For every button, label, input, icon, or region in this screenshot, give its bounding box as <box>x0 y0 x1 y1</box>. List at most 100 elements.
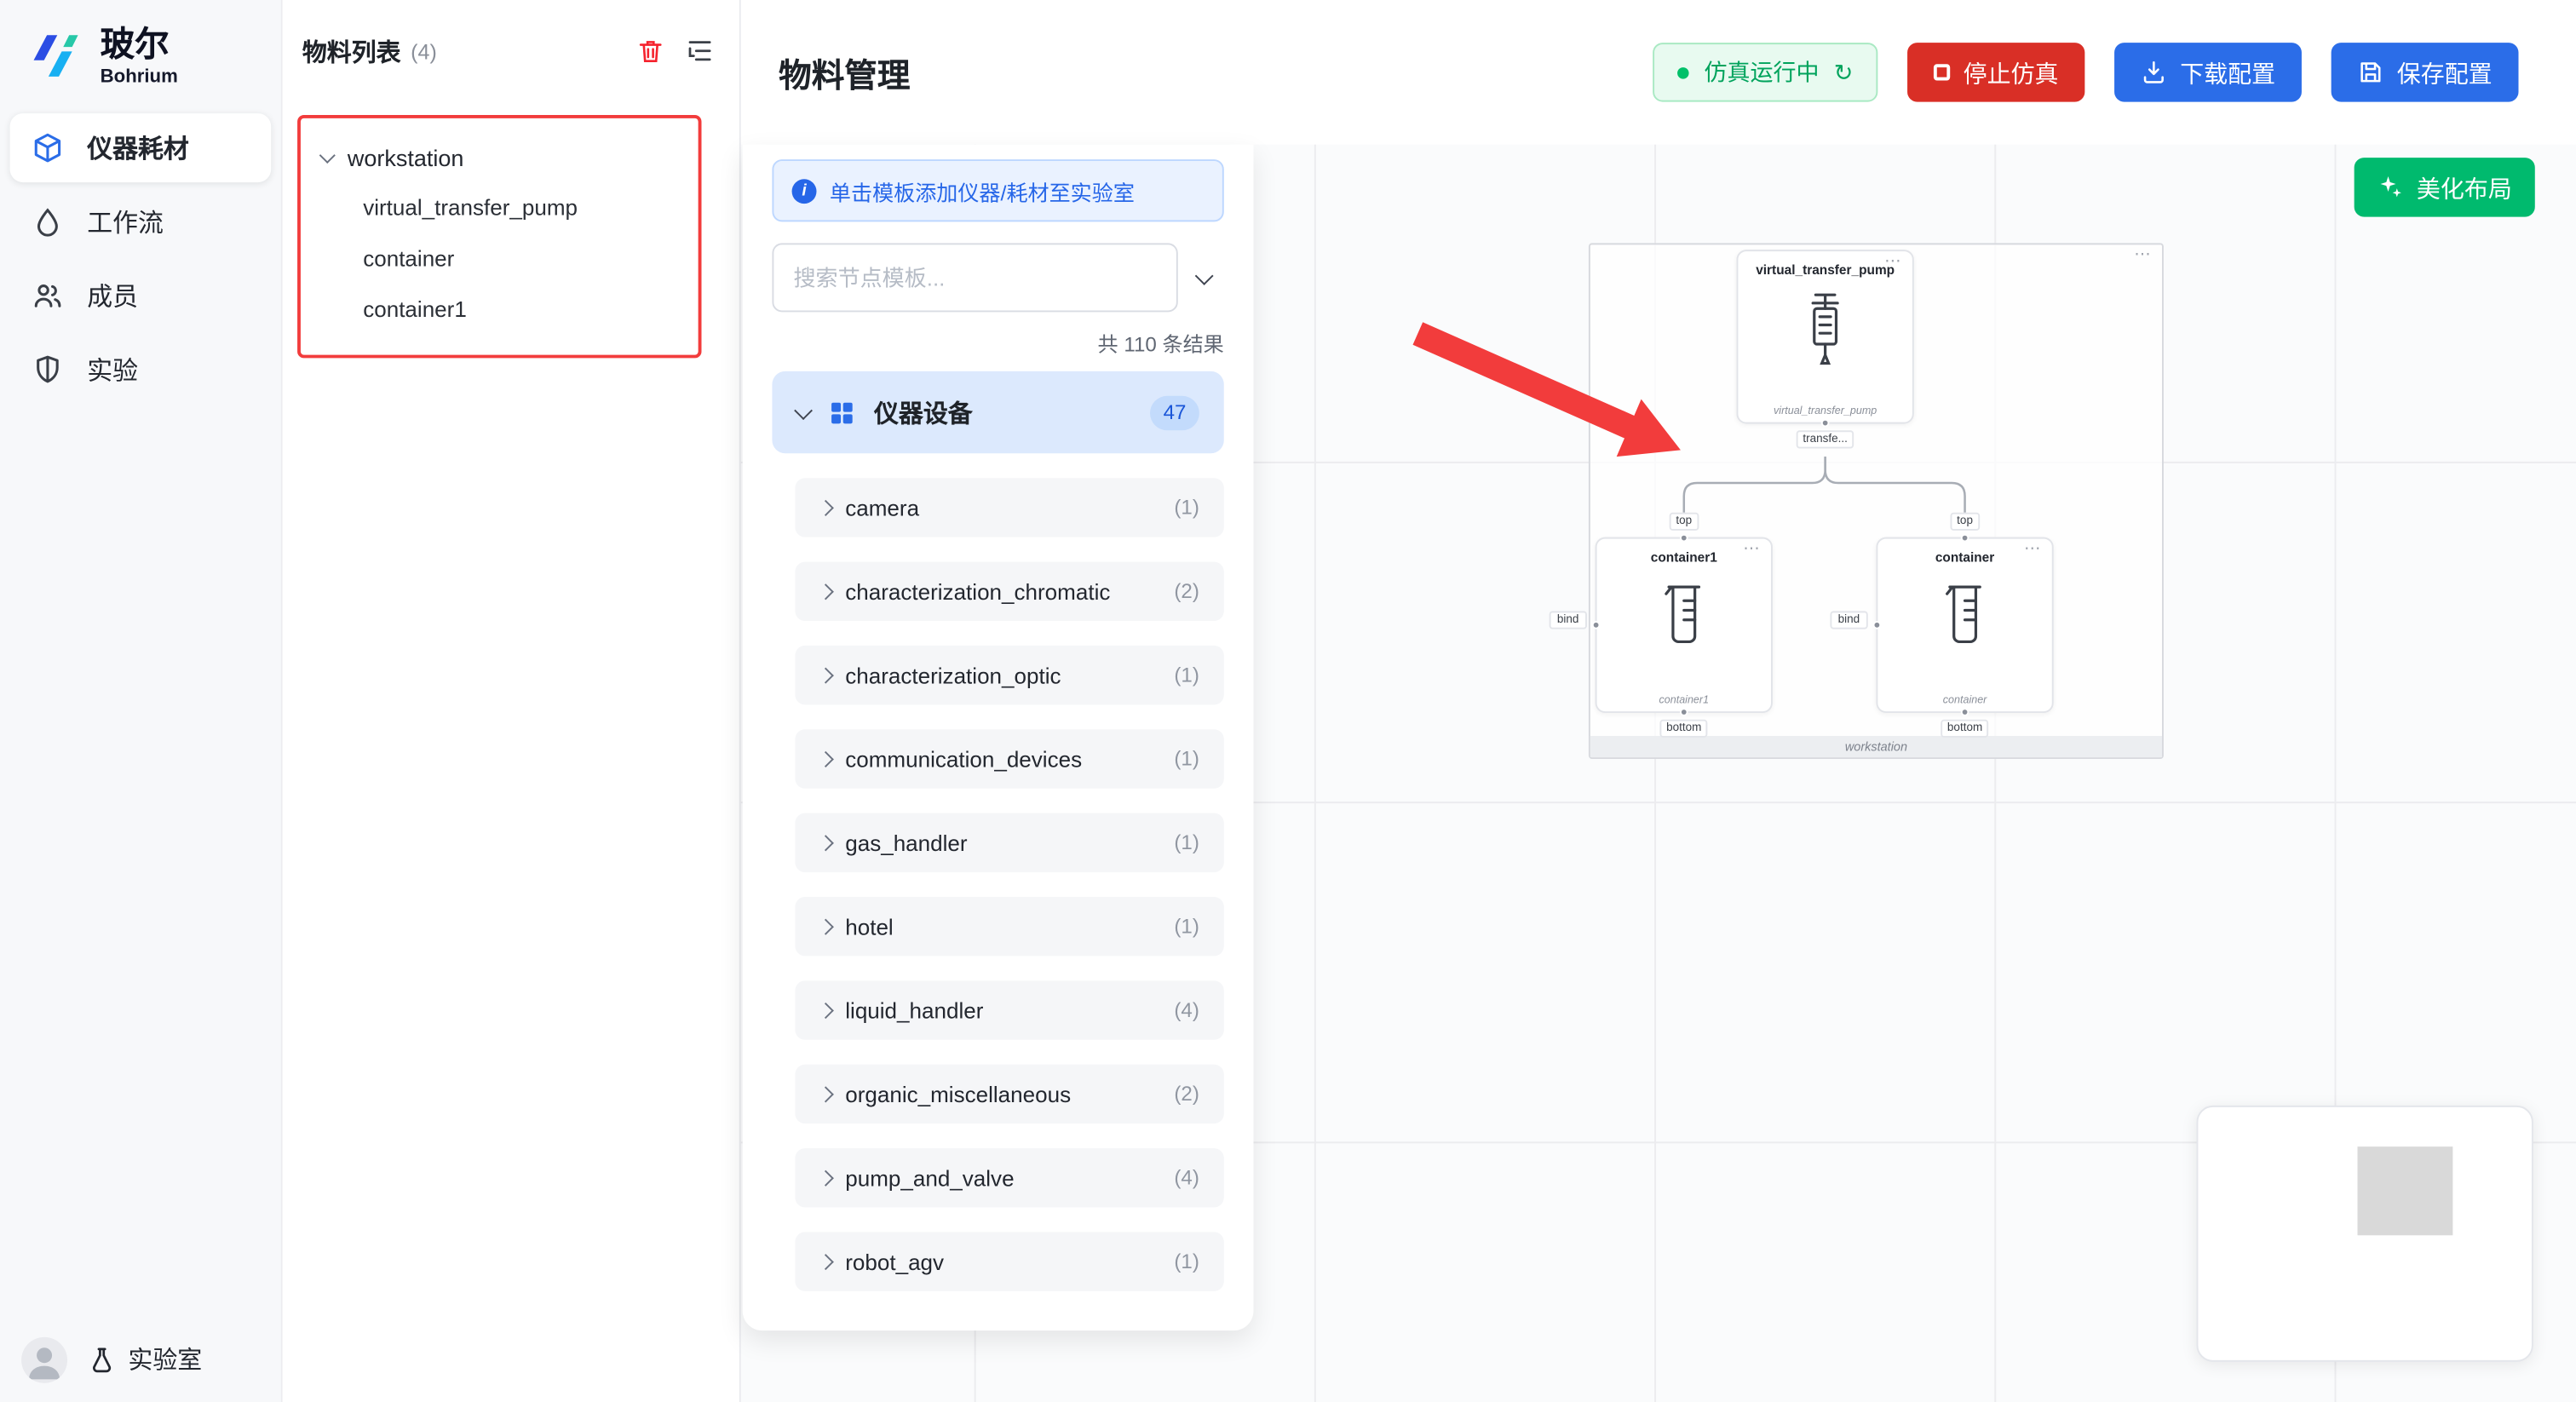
chevron-right-icon <box>817 751 833 767</box>
template-item-label: gas_handler <box>845 830 968 855</box>
beautify-layout-button[interactable]: 美化布局 <box>2354 158 2535 217</box>
simulation-status-pill[interactable]: 仿真运行中 ↻ <box>1653 43 1878 102</box>
template-item-label: characterization_chromatic <box>845 578 1111 604</box>
node-virtual-transfer-pump[interactable]: virtual_transfer_pump ⋯ virtual_transfer… <box>1736 250 1914 449</box>
trash-icon <box>639 41 662 62</box>
shield-icon <box>37 355 59 383</box>
sidebar-item-label: 工作流 <box>87 210 164 238</box>
port-dot[interactable] <box>1960 708 1969 716</box>
group-menu-icon[interactable]: ⋯ <box>2134 246 2153 265</box>
download-button-label: 下载配置 <box>2180 61 2276 89</box>
avatar[interactable] <box>21 1336 68 1382</box>
download-config-button[interactable]: 下载配置 <box>2114 43 2302 102</box>
template-item-count: (2) <box>1174 579 1199 603</box>
template-item-label: liquid_handler <box>845 997 984 1023</box>
template-item-communication-devices[interactable]: communication_devices (1) <box>795 729 1224 789</box>
tree-node-container1[interactable]: container1 <box>301 284 699 336</box>
group-label: workstation <box>1844 738 1908 755</box>
template-item-hotel[interactable]: hotel (1) <box>795 896 1224 957</box>
lab-label: 实验室 <box>128 1347 203 1376</box>
template-item-camera[interactable]: camera (1) <box>795 478 1224 537</box>
minimap[interactable] <box>2196 1104 2533 1361</box>
node-container[interactable]: top container ⋯ container bind bottom <box>1829 512 2054 738</box>
node-container1[interactable]: top container1 ⋯ container1 bind bottom <box>1549 512 1773 738</box>
collapse-tree-button[interactable] <box>680 32 719 71</box>
template-item-organic-miscellaneous[interactable]: organic_miscellaneous (2) <box>795 1064 1224 1124</box>
save-config-button[interactable]: 保存配置 <box>2331 43 2519 102</box>
node-subtitle: container1 <box>1659 694 1710 707</box>
droplet-icon <box>37 208 58 237</box>
sidebar-footer: 实验室 <box>0 1336 281 1382</box>
tree-node-virtual-transfer-pump[interactable]: virtual_transfer_pump <box>301 182 699 233</box>
template-item-characterization-optic[interactable]: characterization_optic (1) <box>795 645 1224 705</box>
port-label-bottom[interactable]: bottom <box>1659 719 1709 738</box>
sidebar-item-workflow[interactable]: 工作流 <box>10 187 272 256</box>
hint-banner[interactable]: i 单击模板添加仪器/耗材至实验室 <box>772 159 1224 222</box>
beaker-icon <box>1665 585 1701 644</box>
chevron-right-icon <box>817 500 833 515</box>
sidebar-item-members[interactable]: 成员 <box>10 261 272 330</box>
stop-icon <box>1933 64 1951 81</box>
materials-header: 物料列表 (4) <box>297 0 724 102</box>
chevron-down-icon <box>319 147 336 164</box>
category-instruments[interactable]: 仪器设备 47 <box>772 371 1224 454</box>
bind-port-label[interactable]: bind <box>1549 611 1587 629</box>
panel-collapse-button[interactable] <box>1184 258 1223 297</box>
chevron-down-icon <box>1194 266 1214 284</box>
template-item-count: (2) <box>1174 1082 1199 1106</box>
node-menu-icon[interactable]: ⋯ <box>1743 540 1762 559</box>
node-menu-icon[interactable]: ⋯ <box>2023 540 2043 559</box>
status-label: 仿真运行中 <box>1704 59 1820 86</box>
template-item-label: pump_and_valve <box>845 1165 1015 1191</box>
port-label-top[interactable]: top <box>1950 512 1980 531</box>
delete-materials-button[interactable] <box>631 32 670 71</box>
template-item-characterization-chromatic[interactable]: characterization_chromatic (2) <box>795 561 1224 621</box>
search-row <box>772 243 1223 313</box>
template-item-count: (1) <box>1174 747 1199 771</box>
hint-text: 单击模板添加仪器/耗材至实验室 <box>829 180 1135 205</box>
stop-simulation-button[interactable]: 停止仿真 <box>1907 43 2085 102</box>
beautify-label: 美化布局 <box>2416 176 2512 204</box>
chevron-right-icon <box>817 835 833 851</box>
beaker-icon <box>1946 585 1981 644</box>
template-item-gas-handler[interactable]: gas_handler (1) <box>795 813 1224 873</box>
search-input[interactable] <box>772 243 1178 313</box>
brand-text: 玻尔 Bohrium <box>101 26 178 88</box>
port-label-top[interactable]: top <box>1669 512 1699 531</box>
port-dot[interactable] <box>1872 621 1882 630</box>
sidebar-item-experiments[interactable]: 实验 <box>10 336 272 405</box>
category-label: 仪器设备 <box>873 399 973 428</box>
sidebar-item-label: 实验 <box>87 358 139 387</box>
port-dot[interactable] <box>1591 621 1601 630</box>
template-item-pump-and-valve[interactable]: pump_and_valve (4) <box>795 1148 1224 1208</box>
node-subtitle: virtual_transfer_pump <box>1774 405 1877 417</box>
port-dot[interactable] <box>1960 533 1969 543</box>
node-title: virtual_transfer_pump <box>1756 262 1895 278</box>
template-item-robot-agv[interactable]: robot_agv (1) <box>795 1232 1224 1291</box>
port-label-transfer[interactable]: transfe... <box>1796 430 1854 449</box>
node-menu-icon[interactable]: ⋯ <box>1884 252 1903 272</box>
tree-node-workstation[interactable]: workstation <box>301 133 699 182</box>
template-item-count: (1) <box>1174 664 1199 687</box>
minimap-viewport[interactable] <box>2357 1146 2453 1235</box>
chevron-right-icon <box>817 583 833 600</box>
sidebar-item-instruments[interactable]: 仪器耗材 <box>9 113 272 183</box>
port-label-bottom[interactable]: bottom <box>1941 719 1989 738</box>
port-dot[interactable] <box>1679 533 1688 543</box>
tree-node-container[interactable]: container <box>301 233 699 284</box>
port-dot[interactable] <box>1679 708 1688 716</box>
template-item-count: (1) <box>1174 496 1199 520</box>
save-button-label: 保存配置 <box>2396 61 2493 89</box>
chevron-right-icon <box>817 1169 833 1186</box>
flask-icon <box>93 1347 112 1372</box>
tree-node-label: container <box>363 246 455 272</box>
bind-port-label[interactable]: bind <box>1829 611 1868 629</box>
tree-list-icon <box>688 41 711 61</box>
refresh-icon[interactable]: ↻ <box>1833 58 1854 85</box>
port-dot[interactable] <box>1820 418 1830 428</box>
lab-entry[interactable]: 实验室 <box>87 1342 202 1377</box>
template-item-label: hotel <box>845 914 894 939</box>
template-item-liquid-handler[interactable]: liquid_handler (4) <box>795 980 1224 1040</box>
grid-icon <box>831 401 853 423</box>
